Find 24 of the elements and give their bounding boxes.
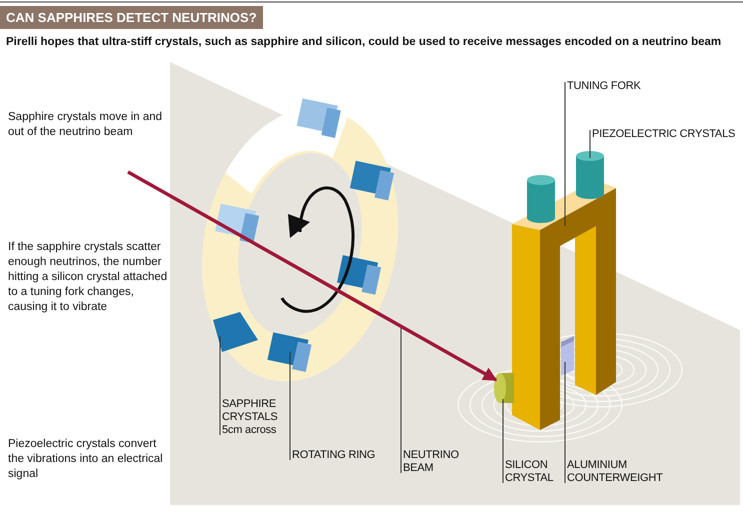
leader-line xyxy=(564,362,566,484)
subtitle: Pirelli hopes that ultra-stiff crystals, such as sapphire and silicon, could be used to receive messages encoded on a neutrino beam xyxy=(6,36,722,48)
part-label: PIEZOELECTRIC CRYSTALS xyxy=(592,128,742,141)
part-label: ROTATING RING xyxy=(292,449,392,462)
counterweight-block xyxy=(561,336,574,376)
crystal-cylinder xyxy=(494,373,514,403)
part-label: SILICON CRYSTAL xyxy=(505,459,565,485)
crystal-cylinder xyxy=(527,175,555,223)
beam-arrow xyxy=(127,170,498,382)
part-label: ALUMINIUM COUNTERWEIGHT xyxy=(567,459,687,485)
part-label: NEUTRINO BEAM xyxy=(403,449,473,475)
note-text: If the sapphire crystals scatter enough neutrinos, the number hitting a silicon crystal attached to a tuning fork changes, causing it to vibrate xyxy=(8,240,168,315)
crystal-block xyxy=(213,312,258,352)
part-label: SAPPHIRE CRYSTALS 5cm across xyxy=(222,398,284,437)
rotating-ring-drawing xyxy=(202,98,398,382)
leader-line xyxy=(400,328,402,474)
note-text: Sapphire crystals move in and out of the neutrino beam xyxy=(8,110,164,140)
part-label: TUNING FORK xyxy=(567,80,667,93)
crystal-cylinder xyxy=(576,151,604,199)
note-text: Piezoelectric crystals convert the vibrations into an electrical signal xyxy=(8,437,164,482)
leader-line xyxy=(564,82,566,226)
title-banner: CAN SAPPHIRES DETECT NEUTRINOS? xyxy=(0,6,263,29)
tuning-fork-drawing xyxy=(512,175,616,430)
leader-line xyxy=(502,398,504,484)
